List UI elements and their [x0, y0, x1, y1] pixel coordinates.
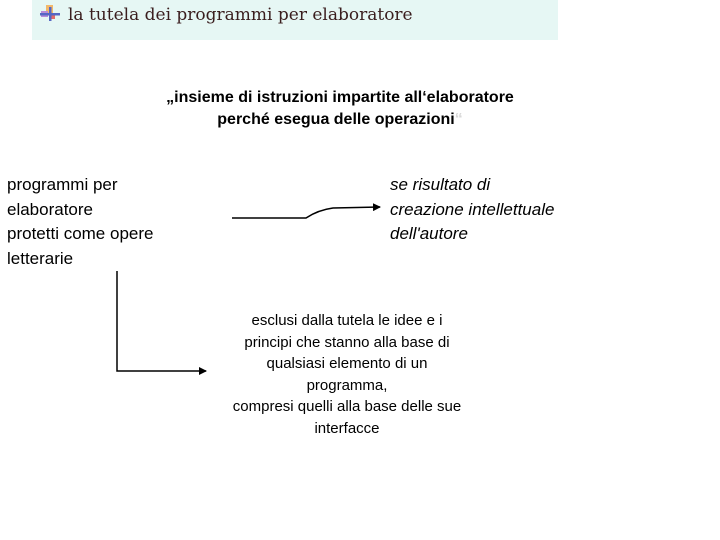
definition-line: „insieme di istruzioni impartite all‘ela… [166, 89, 514, 106]
text-line: protetti come opere [7, 224, 154, 243]
condition-text: se risultato di creazione intellettuale … [390, 173, 620, 247]
definition-line: perché esegua delle operazioni“ [217, 111, 463, 128]
text-line: programma, [306, 376, 388, 394]
text-line: creazione intellettuale [390, 199, 555, 219]
closing-quote: “ [454, 111, 463, 128]
arrow-to-exclusion [116, 271, 207, 375]
title-bar: la tutela dei programmi per elaboratore [32, 0, 558, 40]
bullet-blocks-icon [40, 5, 60, 21]
protected-works-text: programmi per elaboratore protetti come … [7, 173, 207, 271]
exclusion-text: esclusi dalla tutela le idee e i princip… [206, 310, 488, 439]
definition-quote: „insieme di istruzioni impartite all‘ela… [40, 87, 640, 131]
text-line: programmi per [7, 175, 118, 194]
text-line: interfacce [314, 419, 380, 437]
text-line: dell'autore [390, 224, 468, 243]
text-line: elaboratore [7, 199, 94, 219]
text-line: letterarie [7, 248, 74, 268]
text-line: se risultato di [390, 175, 491, 194]
text-line: compresi quelli alla base delle sue [232, 398, 462, 415]
page-title: la tutela dei programmi per elaboratore [68, 5, 413, 25]
text-line: principi che stanno alla base di [244, 333, 450, 351]
arrow-to-condition [232, 203, 381, 219]
text-line: esclusi dalla tutela le idee e i [251, 312, 443, 329]
text-line: qualsiasi elemento di un [266, 355, 428, 372]
